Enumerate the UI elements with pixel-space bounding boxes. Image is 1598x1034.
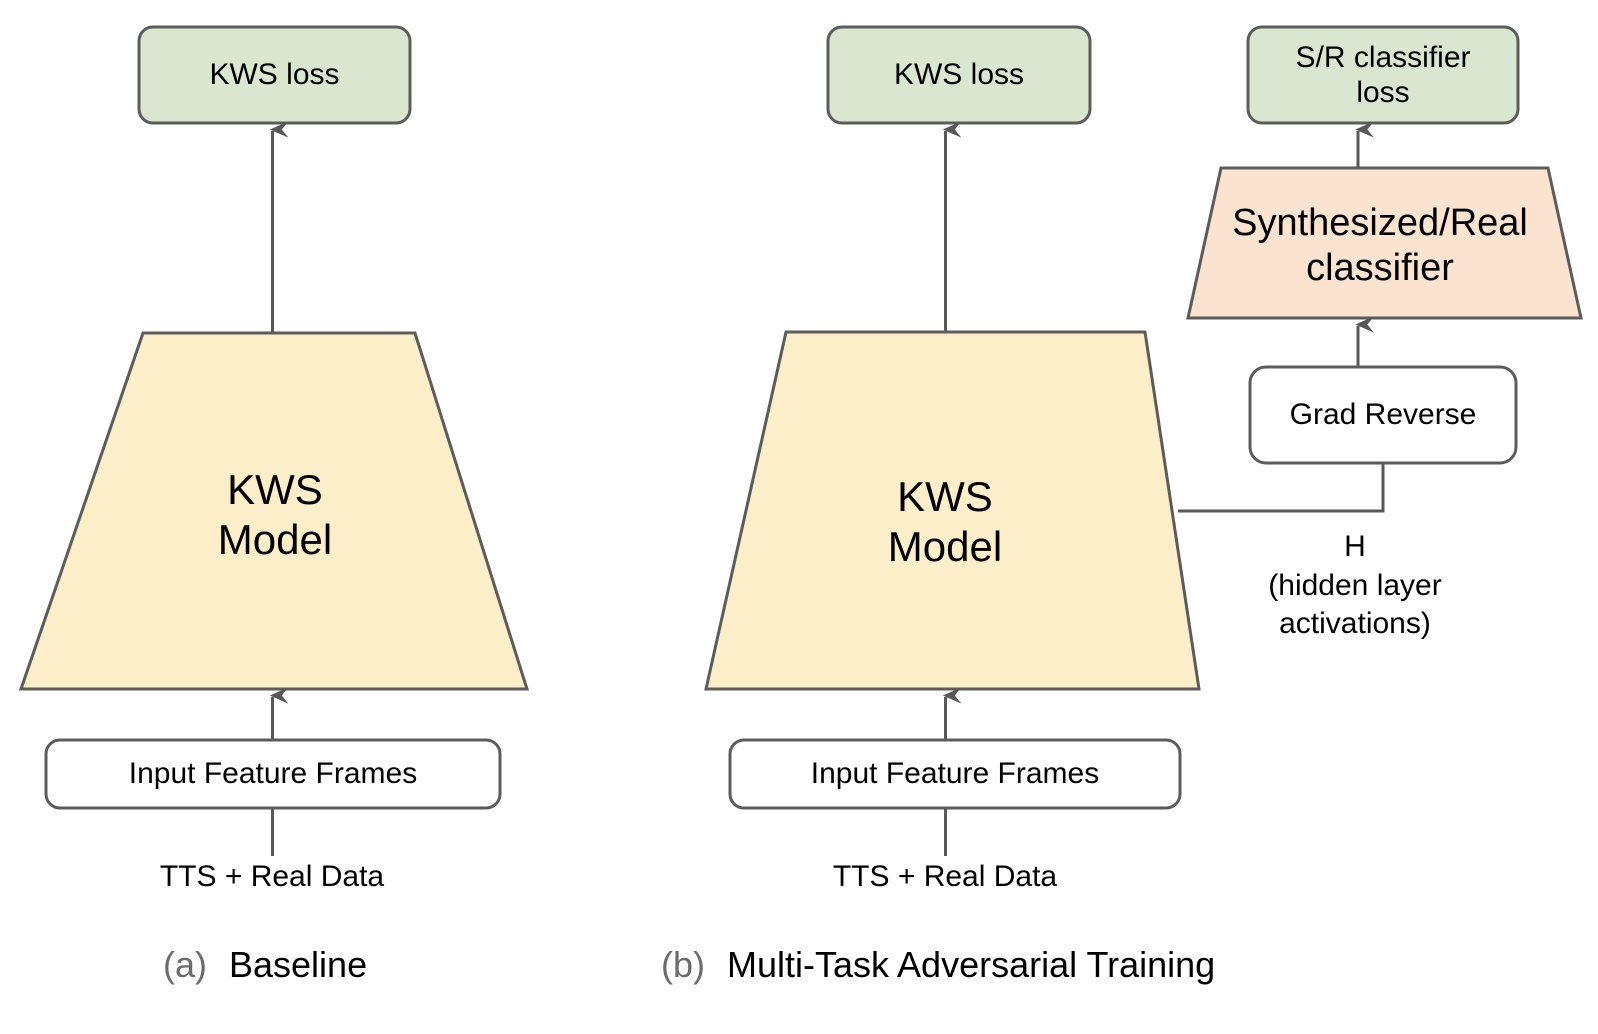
panel-b-caption-text: Multi-Task Adversarial Training — [727, 944, 1216, 985]
panel-b-grad-reverse-shape — [1248, 365, 1518, 465]
panel-a-caption-index: (a) — [163, 944, 207, 985]
panel-a-caption: (a) Baseline — [163, 944, 367, 986]
panel-b-caption: (b) Multi-Task Adversarial Training — [661, 944, 1215, 986]
panel-b-kws-model-shape — [704, 330, 1201, 691]
panel-b-sr-loss-shape — [1246, 25, 1520, 125]
panel-a-caption-text: Baseline — [229, 944, 368, 985]
panel-a-input-frames-shape — [44, 738, 502, 810]
panel-a-kws-model-shape — [18, 331, 530, 691]
panel-a-kws-loss-shape — [137, 25, 412, 125]
panel-b-caption-index: (b) — [661, 944, 705, 985]
panel-b-input-frames-shape — [728, 738, 1182, 810]
panel-b-sr-classifier-shape — [1186, 166, 1583, 320]
panel-b-edge-model-to-grad-elbow — [1178, 463, 1385, 513]
panel-b-kws-loss-shape — [826, 25, 1092, 125]
